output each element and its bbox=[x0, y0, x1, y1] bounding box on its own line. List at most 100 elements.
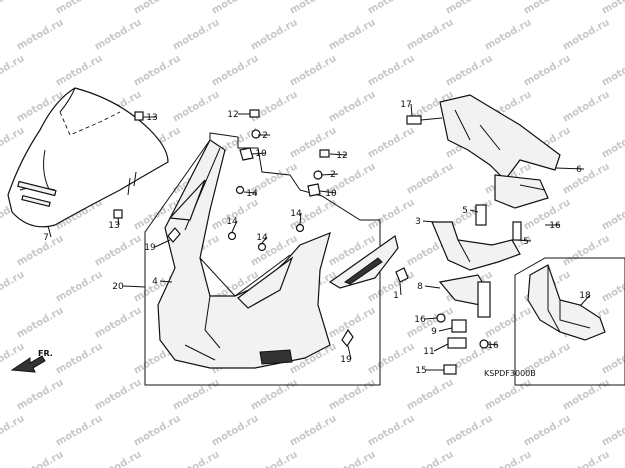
callout-leader bbox=[555, 167, 585, 170]
watermark-text: motod.ru bbox=[288, 125, 338, 161]
watermark-text: motod.ru bbox=[132, 413, 182, 449]
watermark-text: motod.ru bbox=[15, 233, 65, 269]
callout-label: 14 bbox=[246, 189, 258, 199]
callout-leader bbox=[424, 317, 438, 320]
watermark-text: motod.ru bbox=[54, 269, 104, 305]
watermark-text: motod.ru bbox=[600, 53, 625, 89]
callout-leader bbox=[261, 236, 268, 244]
watermark-text: motod.ru bbox=[405, 449, 455, 468]
watermark-text: motod.ru bbox=[600, 269, 625, 305]
clip-19-upper bbox=[167, 227, 181, 243]
cowl-assembly-frame bbox=[144, 132, 381, 386]
watermark-text: motod.ru bbox=[93, 449, 143, 468]
lower-mount bbox=[436, 274, 491, 375]
watermark-text: motod.ru bbox=[522, 0, 572, 17]
watermark-text: motod.ru bbox=[327, 89, 377, 125]
callout-label: 11 bbox=[423, 347, 434, 357]
callout-label: 16 bbox=[549, 221, 561, 231]
watermark-text: motod.ru bbox=[0, 413, 26, 449]
watermark-text: motod.ru bbox=[561, 233, 611, 269]
callout-label: 6 bbox=[576, 165, 582, 175]
watermark-text: motod.ru bbox=[522, 413, 572, 449]
watermark-text: motod.ru bbox=[93, 305, 143, 341]
watermark-text: motod.ru bbox=[327, 377, 377, 413]
watermark-text: motod.ru bbox=[249, 89, 299, 125]
watermark-text: motod.ru bbox=[171, 449, 221, 468]
watermark-text: motod.ru bbox=[366, 413, 416, 449]
watermark-text: motod.ru bbox=[327, 17, 377, 53]
callout-leader bbox=[231, 220, 238, 233]
watermark-text: motod.ru bbox=[171, 17, 221, 53]
watermark-text: motod.ru bbox=[561, 377, 611, 413]
callout-label: 10 bbox=[255, 149, 267, 159]
watermark-text: motod.ru bbox=[249, 377, 299, 413]
watermark-text: motod.ru bbox=[483, 449, 533, 468]
callout-label: 14 bbox=[226, 217, 238, 227]
clip-19-lower bbox=[341, 328, 354, 348]
callout-leader bbox=[399, 282, 402, 296]
callout-label: 4 bbox=[152, 277, 158, 287]
callout-leader bbox=[422, 220, 436, 223]
watermark-text: motod.ru bbox=[600, 341, 625, 377]
watermark-text: motod.ru bbox=[561, 17, 611, 53]
watermark-text: motod.ru bbox=[405, 161, 455, 197]
watermark-text: motod.ru bbox=[210, 413, 260, 449]
watermark-text: motod.ru bbox=[93, 377, 143, 413]
callout-label: 2 bbox=[330, 170, 336, 180]
callout-leader bbox=[487, 343, 499, 346]
watermark-text: motod.ru bbox=[288, 0, 338, 17]
callout-label: 9 bbox=[431, 327, 437, 337]
headlight-bracket bbox=[431, 204, 522, 271]
watermark-text: motod.ru bbox=[483, 377, 533, 413]
watermark-text: motod.ru bbox=[561, 161, 611, 197]
callout-label: 10 bbox=[325, 189, 337, 199]
watermark-text: motod.ru bbox=[444, 0, 494, 17]
side-cowl-panel bbox=[328, 235, 399, 289]
front-direction-arrow: FR. bbox=[10, 349, 53, 373]
watermark-text: motod.ru bbox=[522, 53, 572, 89]
callout-label: 13 bbox=[108, 221, 119, 231]
callout-label: 3 bbox=[415, 217, 421, 227]
watermark-text: motod.ru bbox=[600, 197, 625, 233]
callout-label: 7 bbox=[43, 233, 49, 243]
callout-leader bbox=[47, 225, 52, 238]
watermark-text: motod.ru bbox=[54, 341, 104, 377]
watermark-text: motod.ru bbox=[0, 125, 26, 161]
callout-label: 12 bbox=[227, 110, 238, 120]
callout-label: 1 bbox=[393, 291, 399, 301]
watermark-text: motod.ru bbox=[0, 53, 26, 89]
watermark-text: motod.ru bbox=[132, 0, 182, 17]
watermark-text: motod.ru bbox=[54, 0, 104, 17]
callout-label: 13 bbox=[146, 113, 157, 123]
watermark-text: motod.ru bbox=[15, 305, 65, 341]
callout-leader bbox=[319, 190, 337, 194]
callout-leader bbox=[515, 239, 532, 242]
watermark-text: motod.ru bbox=[171, 89, 221, 125]
diagram-code: KSPDF3000B bbox=[484, 369, 536, 378]
watermark-text: motod.ru bbox=[600, 125, 625, 161]
watermark-text: motod.ru bbox=[132, 53, 182, 89]
watermark-text: motod.ru bbox=[561, 449, 611, 468]
watermark-text: motod.ru bbox=[54, 413, 104, 449]
watermark-text: motod.ru bbox=[210, 197, 260, 233]
watermark-text: motod.ru bbox=[288, 53, 338, 89]
callout-leader bbox=[410, 103, 413, 117]
callout-label: 15 bbox=[415, 366, 426, 376]
mounting-bracket-18 bbox=[527, 264, 606, 341]
callout-leader bbox=[329, 153, 348, 156]
callouts: 1223455678910101112121313141414141516161… bbox=[43, 100, 591, 376]
callout-leader bbox=[154, 239, 171, 248]
grommet-1 bbox=[395, 267, 409, 283]
callout-leader bbox=[433, 343, 449, 352]
callout-leader bbox=[122, 285, 146, 288]
watermark-text: motod.ru bbox=[366, 0, 416, 17]
direction-label: FR. bbox=[38, 349, 53, 358]
callout-leader bbox=[320, 173, 339, 176]
callout-leader bbox=[243, 191, 258, 194]
callout-label: 16 bbox=[487, 341, 499, 351]
cowl-stay bbox=[406, 94, 561, 209]
watermark-text: motod.ru bbox=[561, 89, 611, 125]
inset-frame bbox=[514, 257, 625, 386]
watermark-text: motod.ru bbox=[93, 17, 143, 53]
